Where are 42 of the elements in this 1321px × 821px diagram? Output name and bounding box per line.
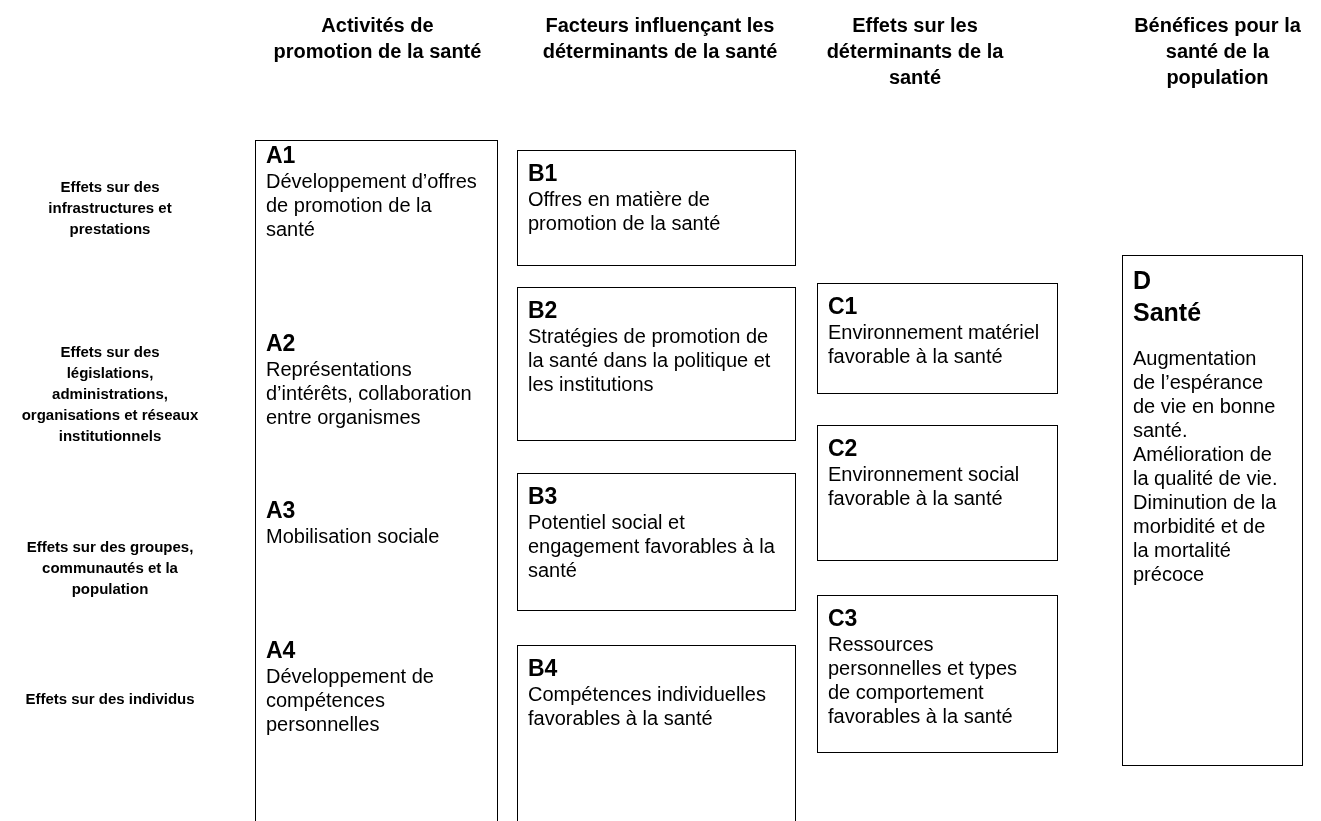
section-code: B4 bbox=[528, 654, 559, 682]
activity-text: Développement de compétences personnelles bbox=[266, 664, 435, 736]
section-code: C1 bbox=[828, 292, 859, 320]
activity-text: Mobilisation sociale bbox=[266, 524, 441, 548]
activity-text: Représentations d’intérêts, collaboration entre organismes bbox=[266, 357, 473, 429]
section-code: C3 bbox=[828, 604, 859, 632]
column-heading: Bénéfices pour la santé de la population bbox=[1133, 13, 1302, 90]
factor-box bbox=[817, 425, 1058, 561]
section-code: D bbox=[1133, 265, 1153, 296]
row-heading: Effets sur des groupes, communautés et la population bbox=[25, 537, 195, 599]
column-heading: Activités de promotion de la santé bbox=[272, 13, 483, 64]
row-heading: Effets sur des législations, administrations, organisations et réseaux institutionnels bbox=[20, 342, 200, 446]
section-code: A2 bbox=[266, 329, 297, 357]
section-code: B1 bbox=[528, 159, 559, 187]
section-code: C2 bbox=[828, 434, 859, 462]
section-code: B2 bbox=[528, 296, 559, 324]
outcome-box bbox=[1122, 255, 1303, 766]
factor-box bbox=[817, 595, 1058, 753]
row-heading: Effets sur des individus bbox=[24, 689, 196, 709]
section-code: A1 bbox=[266, 141, 297, 169]
section-code: B3 bbox=[528, 482, 559, 510]
factor-box bbox=[517, 473, 796, 611]
section-code: A3 bbox=[266, 496, 297, 524]
box-text: Environnement matériel favorable à la santé bbox=[828, 320, 1041, 368]
box-text: Potentiel social et engagement favorables à la santé bbox=[528, 510, 776, 582]
box-text: Compétences individuelles favorables à la santé bbox=[528, 682, 767, 730]
factor-box bbox=[817, 283, 1058, 394]
activity-panel bbox=[255, 140, 498, 821]
factor-box bbox=[517, 150, 796, 266]
column-heading: Facteurs influençant les déterminants de la santé bbox=[541, 13, 779, 64]
row-heading: Effets sur des infrastructures et prestations bbox=[47, 177, 173, 239]
box-text: Ressources personnelles et types de comportement favorables à la santé bbox=[828, 632, 1018, 728]
box-text: Environnement social favorable à la santé bbox=[828, 462, 1021, 510]
section-code: Santé bbox=[1133, 297, 1203, 328]
factor-box bbox=[517, 645, 796, 821]
box-text: Augmentation de l’espérance de vie en bonne santé. Amélioration de la qualité de vie. Diminution de la morbidité et de la mortalité précoce bbox=[1133, 346, 1279, 586]
section-code: A4 bbox=[266, 636, 297, 664]
factor-box bbox=[517, 287, 796, 441]
activity-text: Développement d’offres de promotion de la santé bbox=[266, 169, 478, 241]
box-text: Offres en matière de promotion de la santé bbox=[528, 187, 722, 235]
column-heading: Effets sur les déterminants de la santé bbox=[825, 13, 1005, 90]
box-text: Stratégies de promotion de la santé dans la politique et les institutions bbox=[528, 324, 772, 396]
